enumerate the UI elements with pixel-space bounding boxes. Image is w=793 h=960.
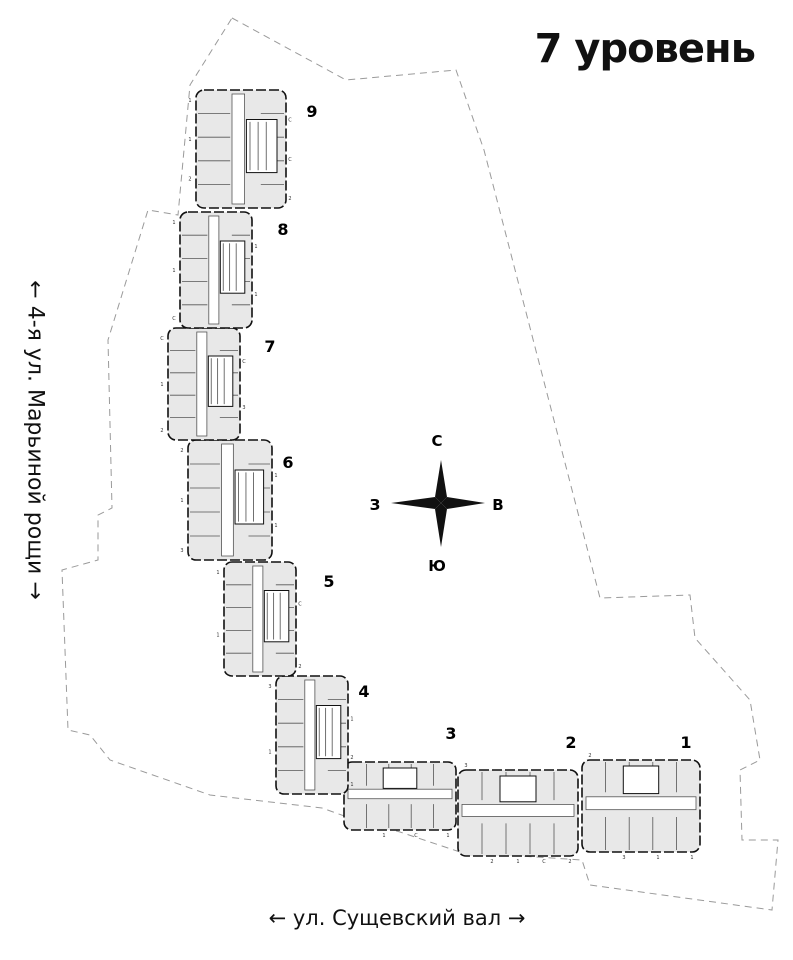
compass-west-point bbox=[391, 497, 441, 509]
corridor bbox=[461, 804, 575, 817]
compass-north-point bbox=[435, 460, 447, 503]
section-number: 9 bbox=[306, 102, 317, 121]
unit-type-label: 1 bbox=[350, 782, 353, 788]
unit-type-label: С bbox=[414, 833, 418, 839]
core-stair-lift bbox=[219, 240, 246, 294]
corridor bbox=[208, 215, 220, 325]
street-label-south: ← ул. Сущевский вал → bbox=[269, 906, 526, 930]
compass-south-point bbox=[435, 503, 447, 547]
section-7: С С 1 3 2 7 bbox=[160, 327, 276, 441]
section-number: 5 bbox=[323, 572, 334, 591]
section-number: 6 bbox=[282, 453, 293, 472]
unit-type-label: 3 bbox=[268, 684, 271, 690]
corridor bbox=[231, 93, 246, 205]
unit-type-label: С bbox=[288, 118, 292, 124]
unit-type-label: 1 bbox=[516, 859, 519, 865]
unit-type-label: 1 bbox=[172, 220, 175, 226]
unit-type-label: 3 bbox=[464, 763, 467, 769]
unit-type-label: 2 bbox=[288, 196, 291, 202]
site-boundary bbox=[61, 17, 779, 911]
unit-type-label: 2 bbox=[490, 859, 493, 865]
section-8: 1 1 1 1С 8 bbox=[172, 211, 289, 329]
arrow-right-icon: → bbox=[507, 906, 526, 930]
unit-type-label: С bbox=[288, 157, 292, 163]
core-stair-lift bbox=[263, 590, 290, 643]
core-stair-lift bbox=[315, 705, 342, 760]
section-number: 2 bbox=[565, 733, 576, 752]
unit-type-label: 2 bbox=[160, 428, 163, 434]
compass-east-point bbox=[441, 497, 485, 509]
unit-type-label: 3 bbox=[622, 855, 625, 861]
unit-type-label: 1 bbox=[172, 268, 175, 274]
core-stair-lift bbox=[382, 767, 418, 789]
unit-type-label: 1 bbox=[446, 833, 449, 839]
section-number: 3 bbox=[445, 724, 456, 743]
unit-type-label: 1 bbox=[216, 570, 219, 576]
unit-type-label: 2 bbox=[588, 753, 591, 759]
unit-type-label: 3 bbox=[180, 548, 183, 554]
section-number: 7 bbox=[264, 337, 275, 356]
compass-west-label: З bbox=[370, 496, 381, 514]
core-stair-lift bbox=[207, 355, 234, 407]
unit-type-label: 2 bbox=[568, 859, 571, 865]
unit-type-label: 1 bbox=[690, 855, 693, 861]
unit-type-label: С bbox=[160, 336, 164, 342]
core-stair-lift bbox=[499, 775, 537, 803]
unit-type-label: 1 bbox=[188, 137, 191, 143]
arrow-left-icon: ← bbox=[268, 906, 287, 930]
unit-type-label: С bbox=[542, 859, 546, 865]
compass-east-label: В bbox=[492, 496, 503, 514]
corridor bbox=[585, 796, 697, 811]
street-name-south: ул. Сущевский вал bbox=[292, 906, 502, 930]
unit-type-label: 1 bbox=[274, 473, 277, 479]
section-4: 3 1 1 1 4 bbox=[268, 675, 370, 795]
unit-type-label: 1 bbox=[216, 633, 219, 639]
unit-type-label: 1 bbox=[160, 382, 163, 388]
corridor bbox=[221, 443, 234, 557]
unit-type-label: С bbox=[298, 601, 302, 607]
section-number: 1 bbox=[680, 733, 691, 752]
compass-south-label: Ю bbox=[428, 557, 446, 575]
unit-type-label: С bbox=[172, 316, 176, 322]
core-stair-lift bbox=[234, 469, 265, 525]
core-stair-lift bbox=[622, 765, 660, 795]
section-1: 2 3 1 1 1 bbox=[581, 733, 701, 861]
corridor bbox=[347, 788, 453, 800]
core-stair-lift bbox=[245, 119, 278, 174]
compass-rose: С Ю З В bbox=[370, 432, 504, 575]
corridor bbox=[196, 331, 208, 437]
unit-type-label: 1 bbox=[268, 749, 271, 755]
unit-type-label: 2 bbox=[350, 755, 353, 761]
corridor bbox=[252, 565, 264, 673]
unit-type-label: 2 bbox=[188, 176, 191, 182]
unit-type-label: 1 bbox=[254, 244, 257, 250]
page-title: 7 уровень bbox=[534, 26, 756, 72]
section-2: 3 2 1 С 2 2 bbox=[457, 733, 579, 865]
section-number: 8 bbox=[277, 220, 288, 239]
unit-type-label: С bbox=[242, 359, 246, 365]
corridor bbox=[304, 679, 316, 791]
unit-type-label: 1 bbox=[350, 717, 353, 723]
unit-type-label: 2 bbox=[298, 664, 301, 670]
unit-type-label: 3 bbox=[242, 405, 245, 411]
section-6: 2 1 1 1 3 6 bbox=[180, 439, 294, 561]
unit-type-label: 1 bbox=[188, 98, 191, 104]
unit-type-label: 1 bbox=[180, 498, 183, 504]
unit-type-label: 1 bbox=[254, 292, 257, 298]
unit-type-label: 2 bbox=[180, 448, 183, 454]
compass-north-label: С bbox=[431, 432, 442, 450]
section-number: 4 bbox=[358, 682, 369, 701]
unit-type-label: 1 bbox=[274, 523, 277, 529]
unit-type-label: 1 bbox=[382, 833, 385, 839]
unit-type-label: 1 bbox=[656, 855, 659, 861]
